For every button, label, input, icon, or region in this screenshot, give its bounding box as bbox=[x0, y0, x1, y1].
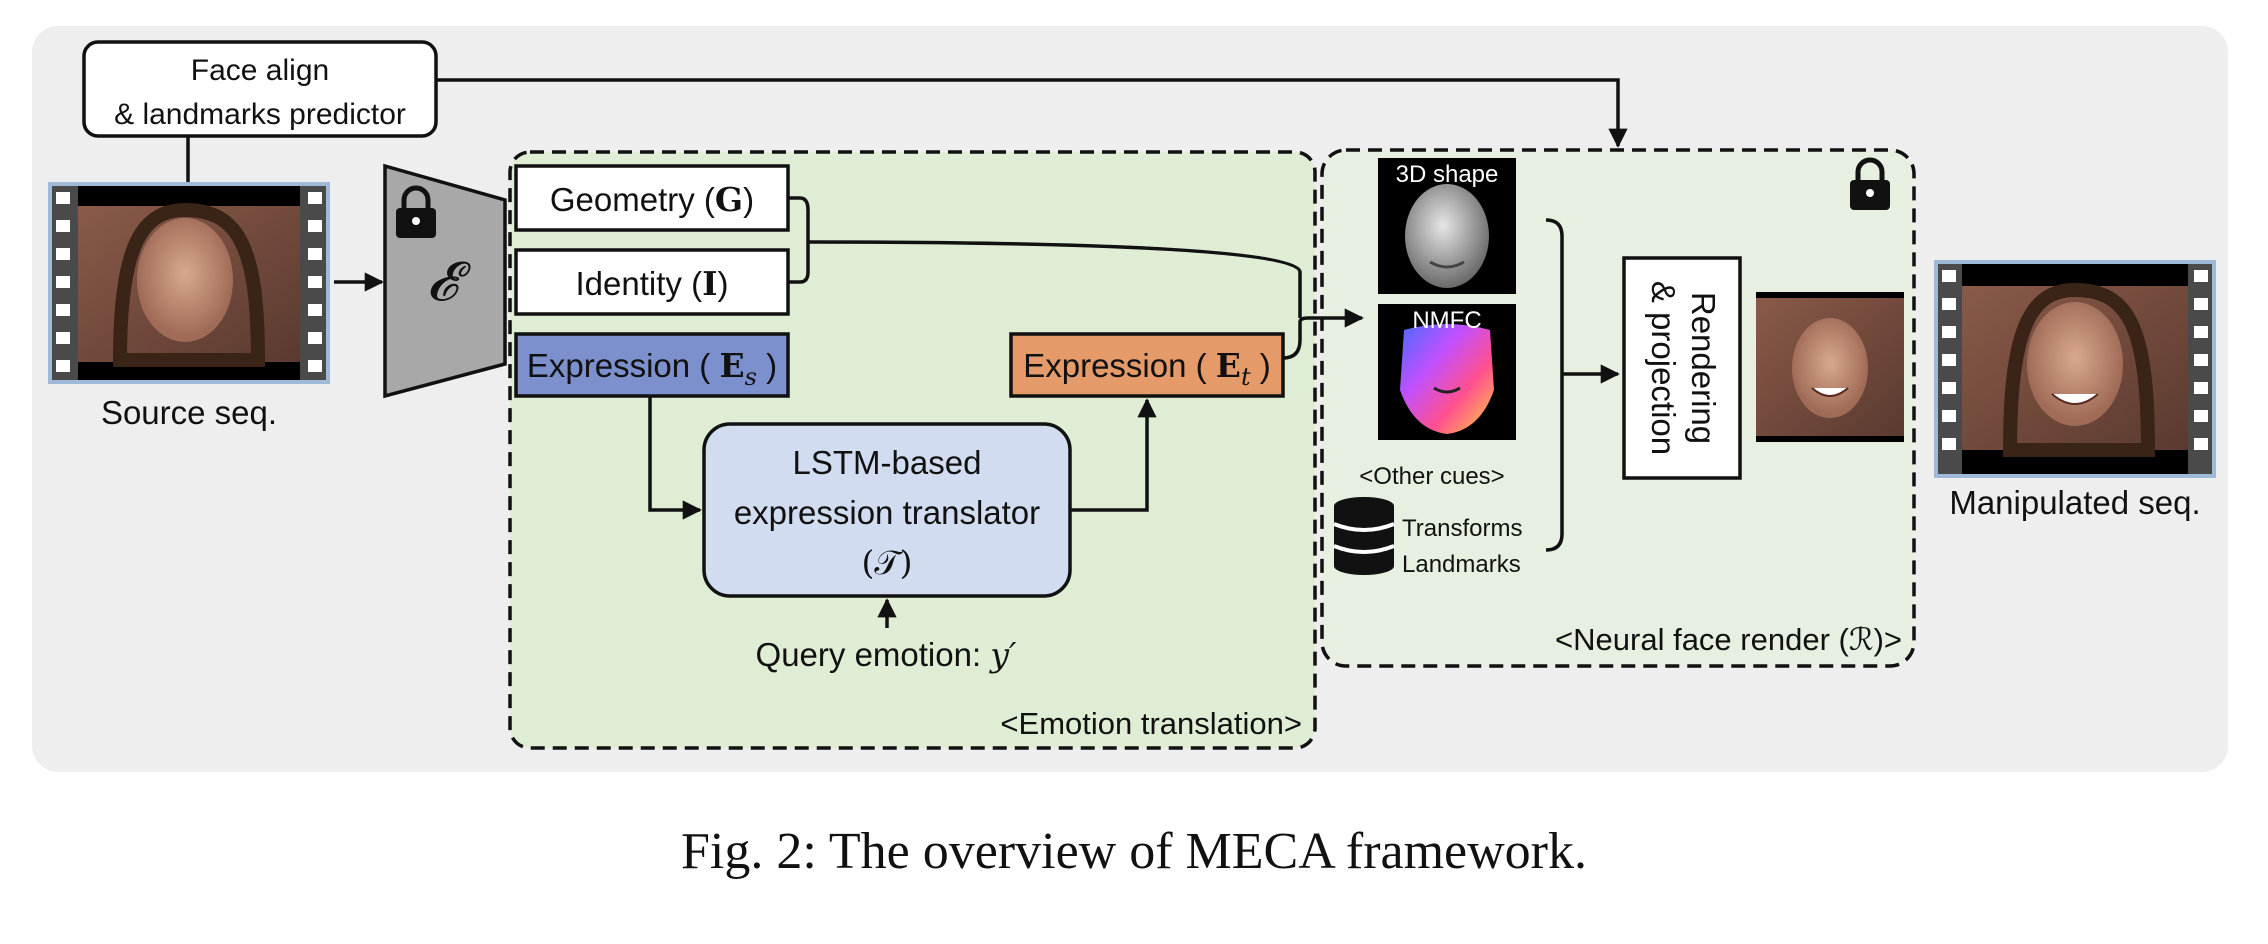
expression-target-label: Expression ( Et ) bbox=[1023, 346, 1271, 391]
rendering-projection-box bbox=[1622, 256, 1742, 480]
expression-target-box bbox=[1009, 332, 1285, 398]
rendered-face-image bbox=[1756, 292, 1904, 442]
aligner-to-renderer-arrow bbox=[436, 78, 1628, 148]
expression-source-label: Expression ( Es ) bbox=[527, 346, 777, 391]
output-video-frame bbox=[1934, 260, 2216, 478]
database-icon bbox=[1333, 497, 1395, 575]
geometry-identity-to-renderer-line bbox=[807, 240, 1302, 318]
translator-label-line3: (𝒯) bbox=[861, 543, 912, 582]
landmarks-label: Landmarks bbox=[1402, 551, 1521, 578]
translator-to-expr-target-arrow bbox=[1070, 398, 1157, 512]
face-align-label-line1: Face align bbox=[191, 54, 329, 87]
renderer-lock-icon bbox=[1850, 157, 1890, 210]
translator-label-line1: LSTM-based bbox=[793, 444, 982, 481]
translator-label-line2: expression translator bbox=[734, 494, 1040, 531]
source-seq-label: Source seq. bbox=[101, 394, 277, 431]
transforms-label: Transforms bbox=[1402, 515, 1522, 542]
expr-source-to-translator-arrow bbox=[648, 396, 702, 520]
emotion-translation-title: <Emotion translation> bbox=[1000, 706, 1302, 741]
cues-bracket bbox=[1545, 218, 1564, 552]
source-video-frame bbox=[48, 182, 330, 384]
geometry-label: Geometry (G) bbox=[550, 180, 754, 219]
shape-3d-image bbox=[1378, 158, 1516, 294]
shape-3d-label: 3D shape bbox=[1396, 161, 1499, 188]
nmfc-label: NMFC bbox=[1412, 307, 1481, 334]
face-align-label-line2: & landmarks predictor bbox=[114, 98, 406, 131]
nmfc-image bbox=[1378, 304, 1516, 440]
encoder-lock-icon bbox=[396, 185, 436, 238]
rendering-label-line1: Rendering bbox=[1685, 292, 1722, 444]
identity-label: Identity (I) bbox=[576, 264, 729, 303]
query-emotion-label: Query emotion: y′ bbox=[756, 635, 1017, 674]
figure-caption: Fig. 2: The overview of MECA framework. bbox=[681, 823, 1587, 880]
geometry-box bbox=[514, 164, 790, 232]
rendering-label-line2: & projection bbox=[1645, 281, 1682, 455]
other-cues-label: <Other cues> bbox=[1359, 463, 1504, 490]
face-align-box bbox=[82, 40, 438, 138]
neural-render-title: <Neural face render (ℛ)> bbox=[1555, 622, 1902, 657]
expression-source-box bbox=[514, 332, 790, 398]
manipulated-seq-label: Manipulated seq. bbox=[1949, 484, 2200, 521]
expr-target-to-renderer-line bbox=[1282, 308, 1364, 360]
identity-box bbox=[514, 248, 790, 316]
